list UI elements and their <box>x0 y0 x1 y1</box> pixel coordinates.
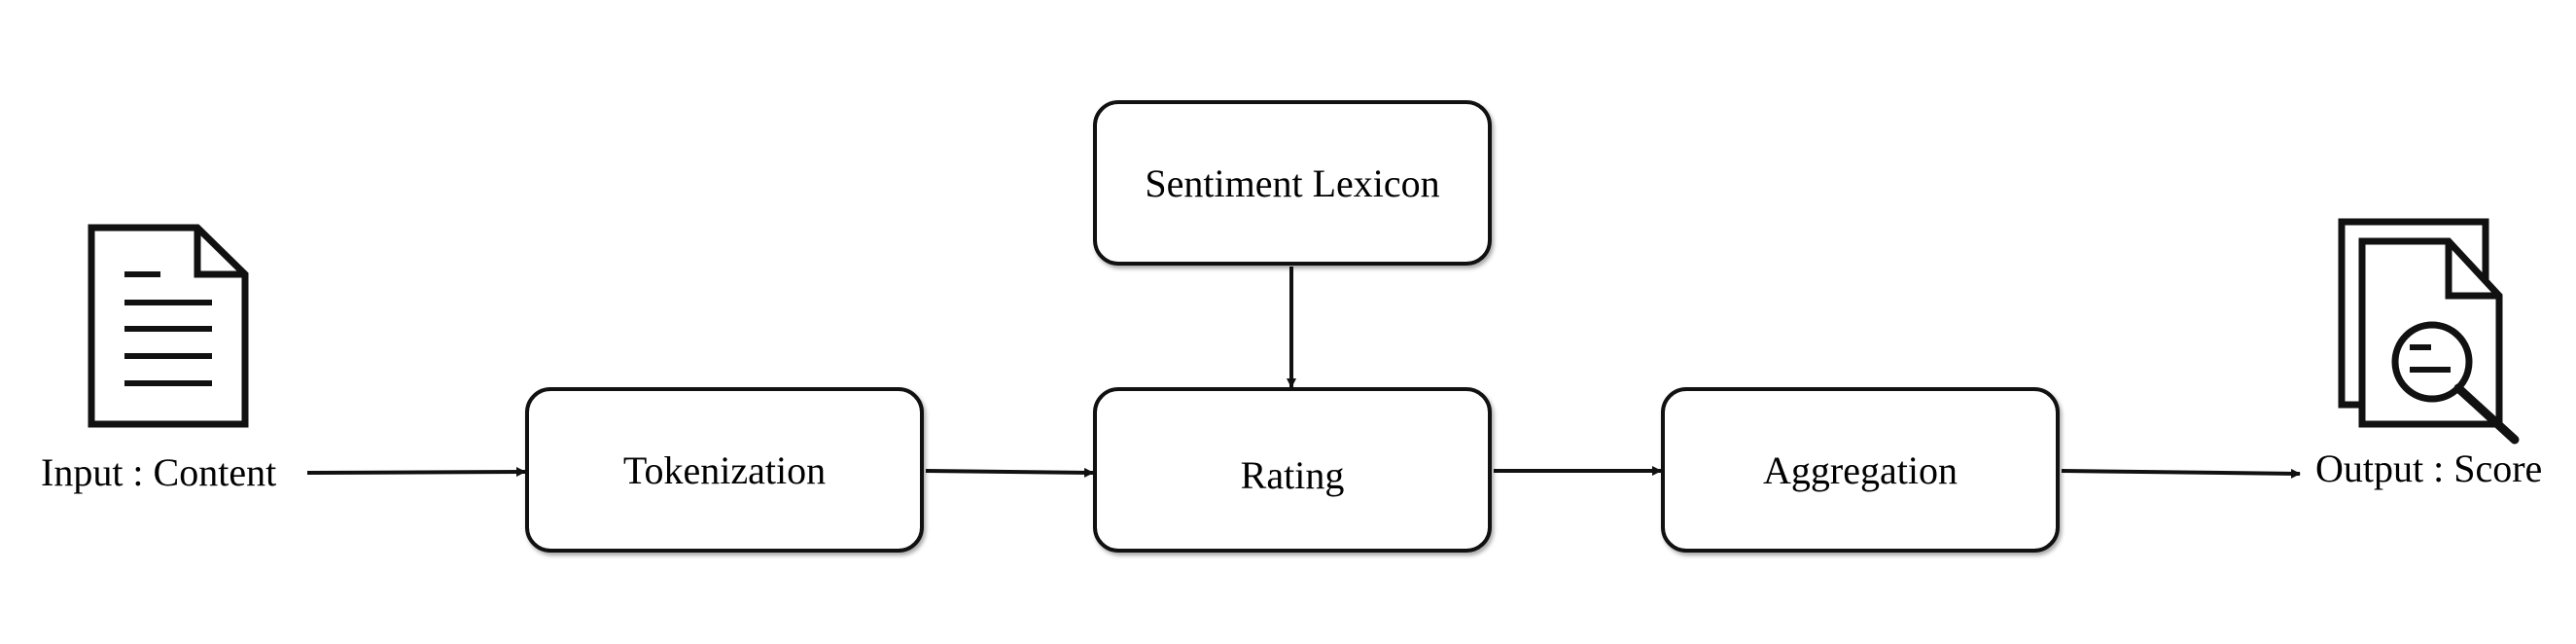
aggregation-box: Aggregation <box>1661 387 2060 553</box>
output-label: Output : Score <box>2315 447 2543 490</box>
arrow-aggregation-to-output <box>2061 468 2301 479</box>
input-label: Input : Content <box>41 450 277 494</box>
tokenization-box: Tokenization <box>525 387 924 553</box>
arrow-input-to-tokenization <box>306 467 526 478</box>
sentiment-lexicon-label: Sentiment Lexicon <box>1145 161 1440 205</box>
rating-box: Rating <box>1093 387 1492 553</box>
aggregation-label: Aggregation <box>1763 447 1958 492</box>
arrow-tokenization-to-rating <box>925 467 1094 478</box>
sentiment-lexicon-box: Sentiment Lexicon <box>1093 100 1492 266</box>
rating-label: Rating <box>1240 452 1345 497</box>
tokenization-label: Tokenization <box>622 447 827 492</box>
